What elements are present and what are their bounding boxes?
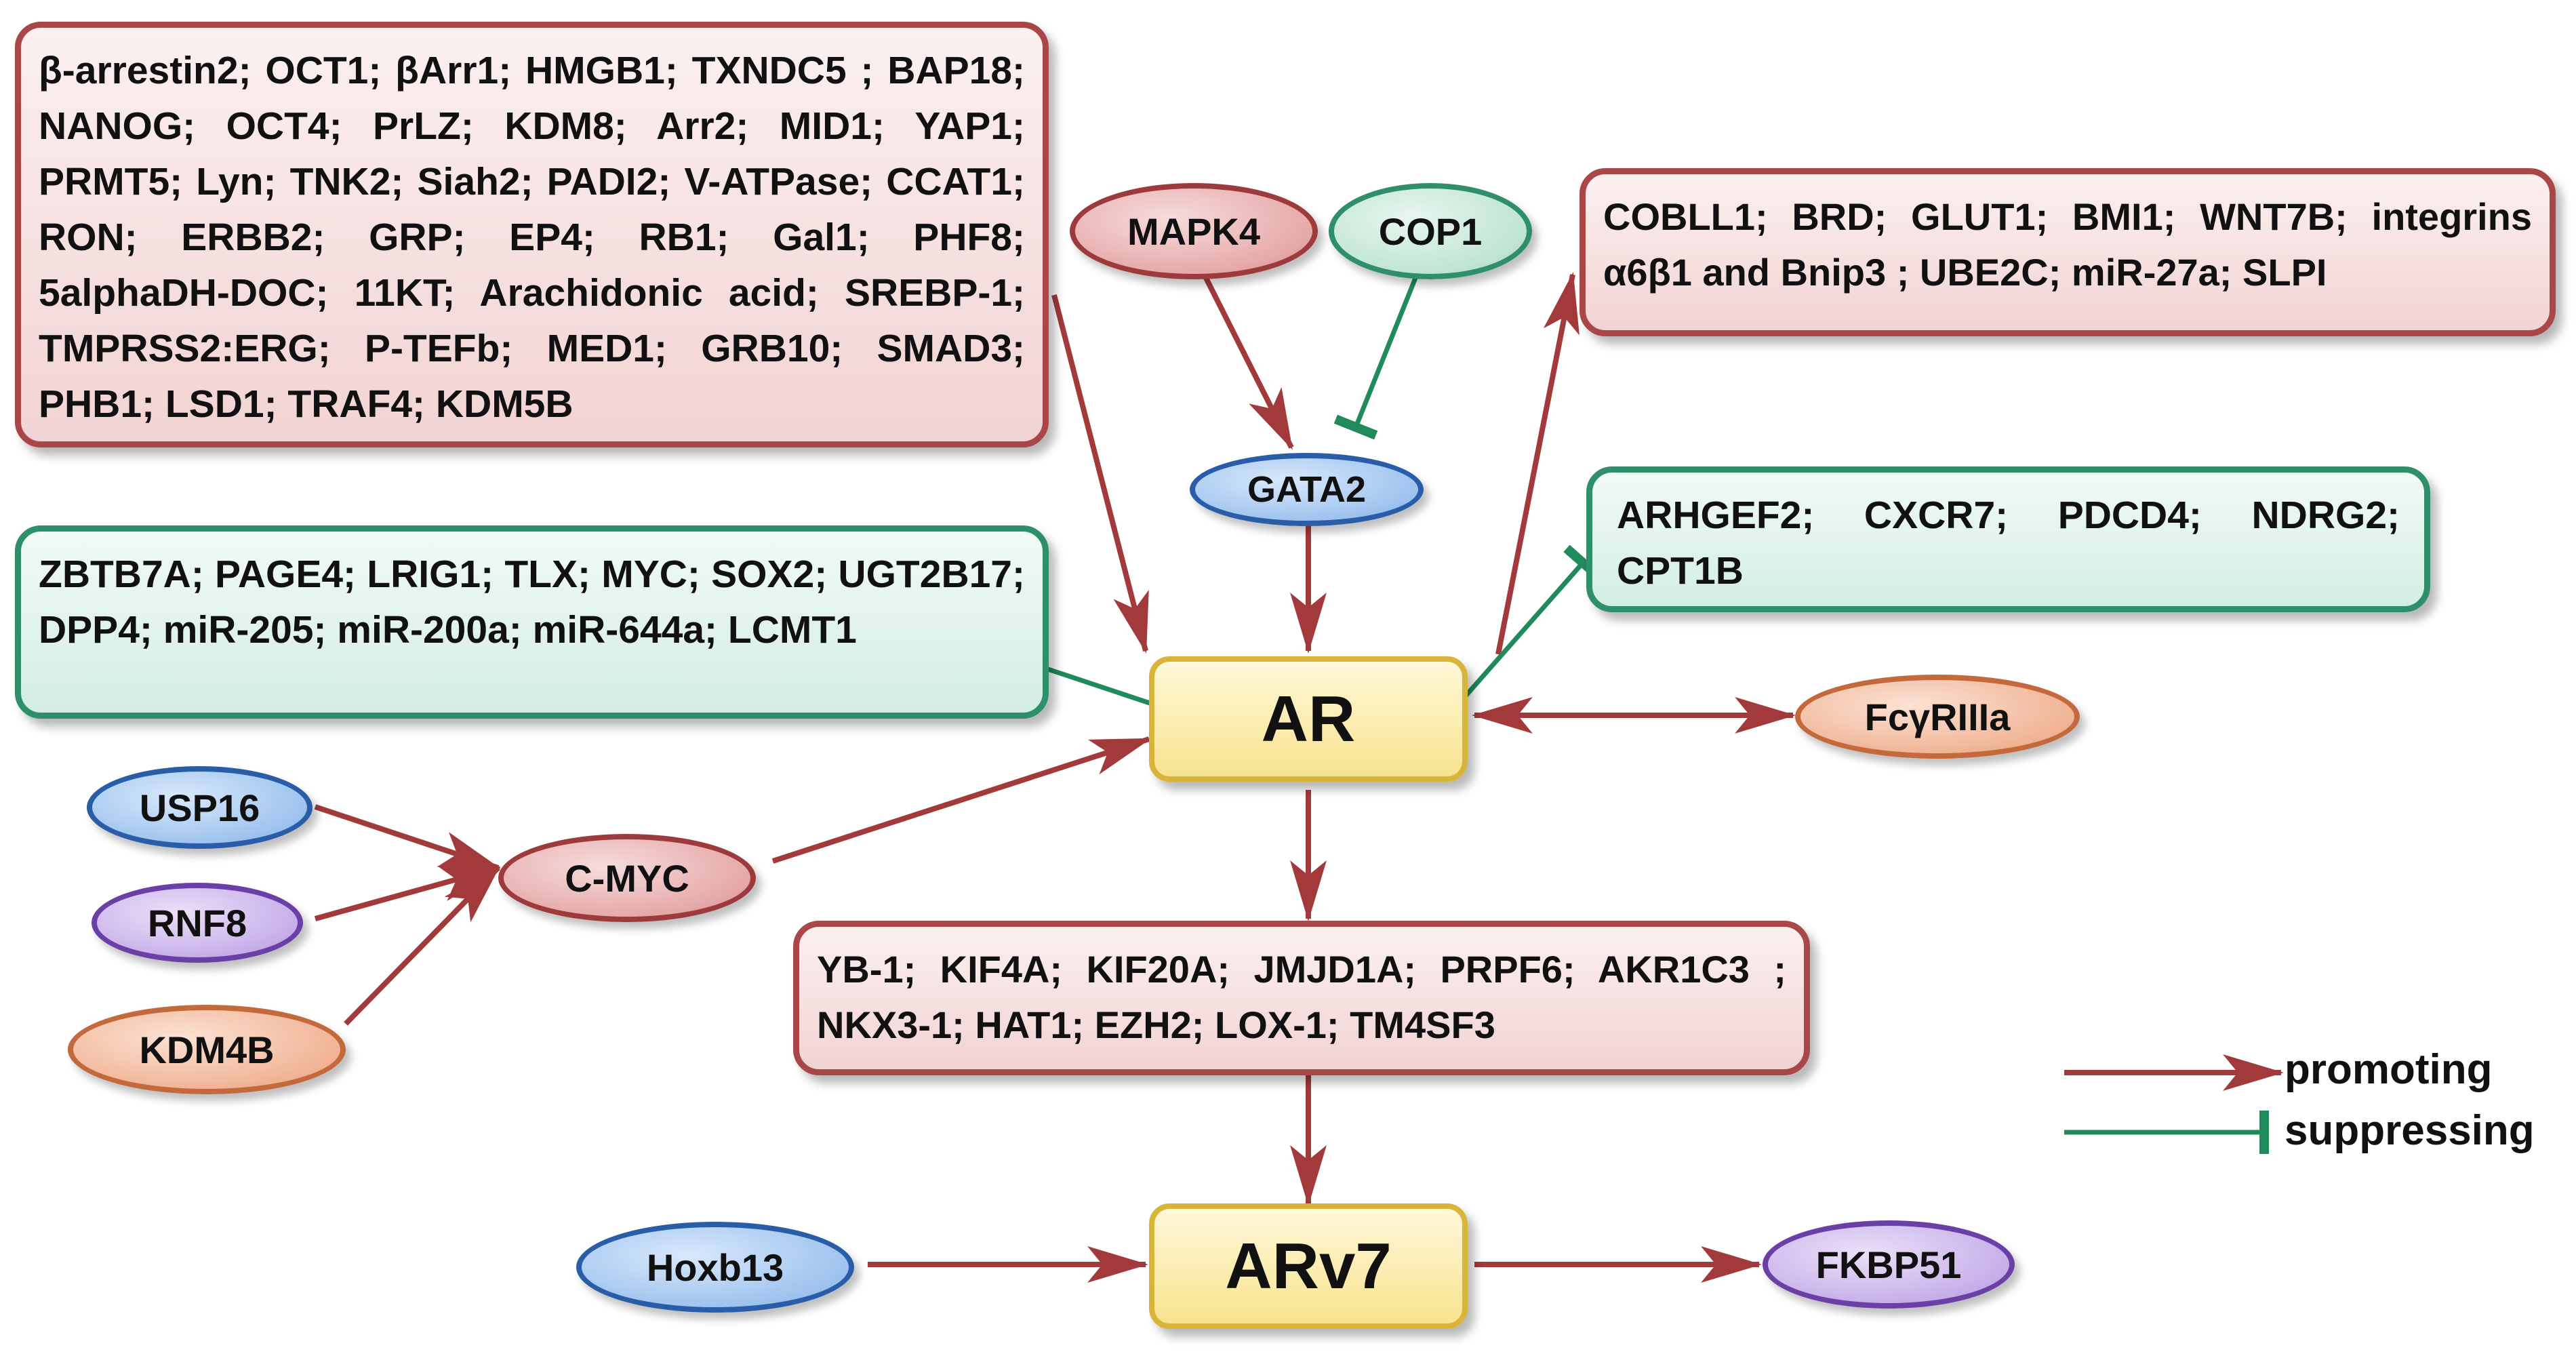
edge-kdm4b-to-cmyc [344,866,500,1026]
ar-node: AR [1149,656,1468,782]
edge-ar-to-promoted-targets [1495,272,1579,655]
arv7-node: ARv7 [1149,1203,1468,1329]
edge-usp16-to-cmyc [314,804,501,871]
fcgr-node: FcγRIIIa [1795,675,2080,759]
gata2-node: GATA2 [1190,453,1424,526]
ar-suppressors-box: ZBTB7A; PAGE4; LRIG1; TLX; MYC; SOX2; UG… [15,525,1049,719]
edge-ar-promoters-to-ar [1051,294,1149,654]
cop1-node: COP1 [1329,183,1532,279]
edge-ar-suppresses-targets [1455,544,1603,707]
hoxb13-node: Hoxb13 [576,1222,854,1313]
ar-promoters-box: β-arrestin2; OCT1; βArr1; HMGB1; TXNDC5 … [15,22,1049,447]
c-myc-node: C-MYC [498,834,756,922]
usp16-node: USP16 [87,766,313,849]
edge-mapk4-to-gata2 [1201,271,1294,450]
ar-promoted-targets-box: COBLL1; BRD; GLUT1; BMI1; WNT7B; integri… [1579,168,2556,336]
fkbp51-node: FKBP51 [1763,1220,2015,1309]
edge-cop1-suppresses-gata2 [1333,273,1420,440]
ar-suppressed-targets-box: ARHGEF2; CXCR7; PDCD4; NDRG2; CPT1B [1586,466,2430,612]
rnf8-node: RNF8 [92,883,303,963]
legend-promoting-label: promoting [2285,1046,2493,1093]
mapk4-node: MAPK4 [1070,183,1318,279]
edge-cmyc-to-ar [771,736,1152,864]
legend-suppressing-label: suppressing [2285,1107,2535,1154]
kdm4b-node: KDM4B [68,1005,346,1094]
arv7-mediators-box: YB-1; KIF4A; KIF20A; JMJD1A; PRPF6; AKR1… [793,921,1810,1075]
